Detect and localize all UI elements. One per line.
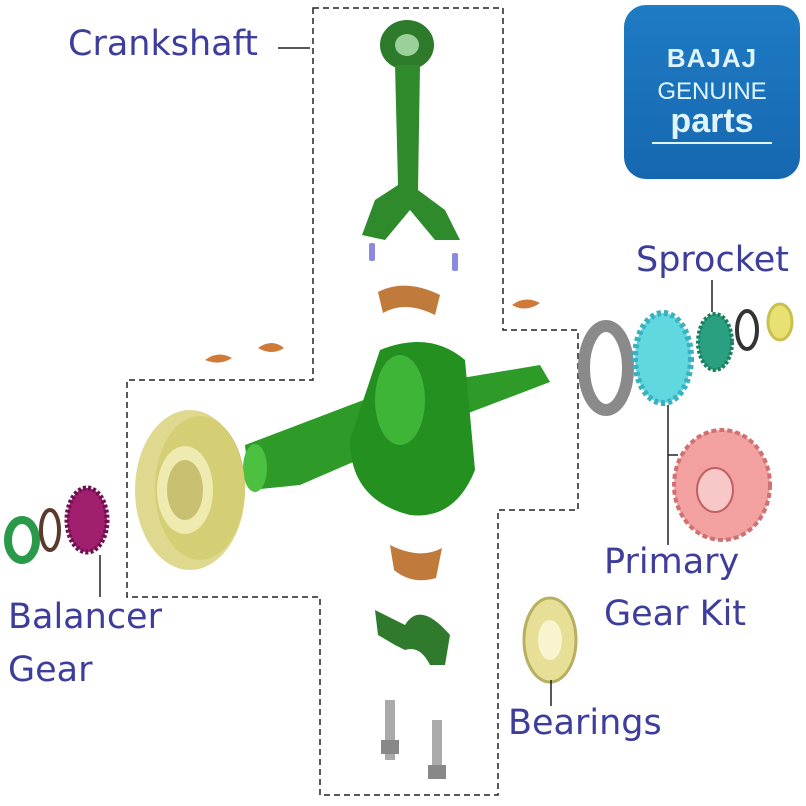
bolt <box>432 720 442 775</box>
crankshaft <box>243 342 550 516</box>
balancer-gear <box>64 485 110 555</box>
logo-line3: parts <box>670 102 754 140</box>
balancer-washer-green <box>4 516 40 564</box>
pin-icon <box>452 253 458 271</box>
sprocket-washer <box>735 309 759 351</box>
woodruff-key <box>512 299 540 309</box>
label-sprocket: Sprocket <box>636 240 789 280</box>
logo-underline <box>652 142 772 144</box>
logo-brand: BAJAJ <box>666 43 758 73</box>
connecting-rod-cap <box>375 610 450 665</box>
logo-line2: GENUINE <box>657 78 767 105</box>
bolt-head <box>428 765 446 779</box>
label-gear-kit: Gear Kit <box>604 594 747 634</box>
sprocket-gear <box>696 312 734 372</box>
label-bearings: Bearings <box>508 703 662 743</box>
balancer-washer <box>39 508 61 552</box>
main-bearing <box>135 410 245 570</box>
primary-gear <box>632 310 694 406</box>
primary-gear-hub <box>696 467 734 513</box>
connecting-rod <box>362 20 460 240</box>
woodruff-key <box>258 343 284 352</box>
seal-ring <box>578 320 634 416</box>
label-primary: Primary <box>604 542 740 582</box>
assembly-outline <box>126 7 579 796</box>
leader-lines <box>99 47 713 706</box>
label-crankshaft: Crankshaft <box>68 24 259 64</box>
woodruff-key <box>205 354 232 363</box>
label-gear: Gear <box>8 650 93 690</box>
bearing-shell-lower <box>390 545 442 581</box>
label-balancer: Balancer <box>8 597 162 637</box>
bolt-head <box>381 740 399 754</box>
pin-icon <box>369 243 375 261</box>
bolt <box>385 700 395 760</box>
small-bearing-bore <box>538 620 562 660</box>
sprocket-bush <box>766 302 794 342</box>
bajaj-genuine-parts-logo: BAJAJ GENUINE parts <box>624 5 800 179</box>
bearing-shell-upper <box>378 285 440 315</box>
